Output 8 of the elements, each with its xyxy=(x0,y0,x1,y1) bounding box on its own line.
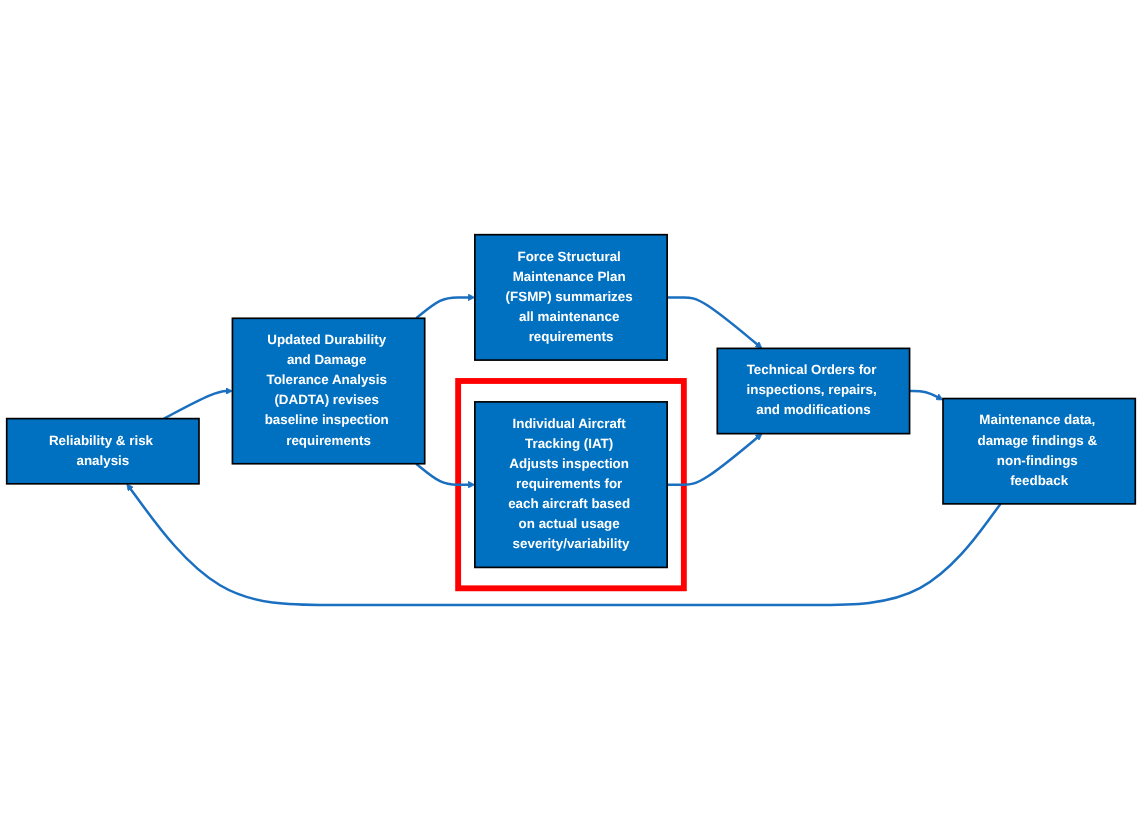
arrow xyxy=(415,462,476,489)
arrow xyxy=(126,483,1002,607)
arrow xyxy=(163,387,233,420)
arrow xyxy=(667,296,763,349)
arrow xyxy=(909,389,944,401)
arrow xyxy=(667,433,763,487)
arrow xyxy=(415,293,476,320)
cluster xyxy=(455,378,687,592)
